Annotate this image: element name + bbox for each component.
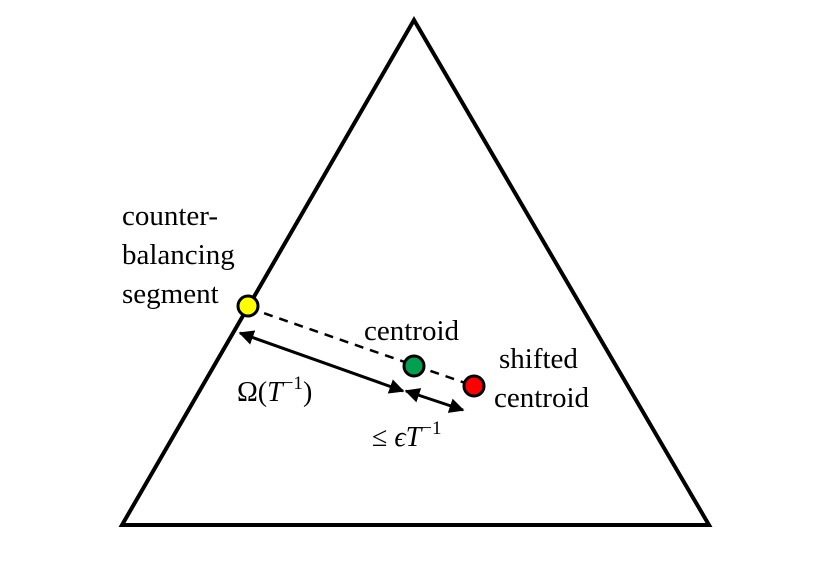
omega-prefix: Ω( [237,377,267,408]
label-line-1: counter- [122,200,218,232]
epsilon-symbol: ϵ [394,422,407,453]
omega-distance-arrow [238,330,405,394]
label-line-2: balancing [122,239,235,271]
epsilon-exponent: −1 [421,418,441,439]
counter-balancing-segment-label: counter- balancing segment [122,200,235,310]
shifted-centroid-point [462,374,486,398]
epsilon-distance-arrow [404,388,465,413]
epsilon-label: ≤ ϵT−1 [372,418,441,453]
omega-exponent: −1 [283,373,303,394]
centroid-point [402,354,426,378]
epsilon-prefix: ≤ [372,422,394,453]
simplex-triangle [118,16,713,527]
shifted-label-line-2: centroid [494,382,590,414]
shifted-label-line-1: shifted [499,343,578,375]
omega-label: Ω(T−1) [237,373,312,408]
omega-variable: T [267,377,285,408]
omega-suffix: ) [303,377,312,408]
counter-balancing-segment-point [236,294,260,318]
label-line-3: segment [122,278,219,310]
centroid-label: centroid [364,315,460,347]
shifted-centroid-label: shifted centroid [494,343,590,414]
epsilon-variable: T [406,422,424,453]
